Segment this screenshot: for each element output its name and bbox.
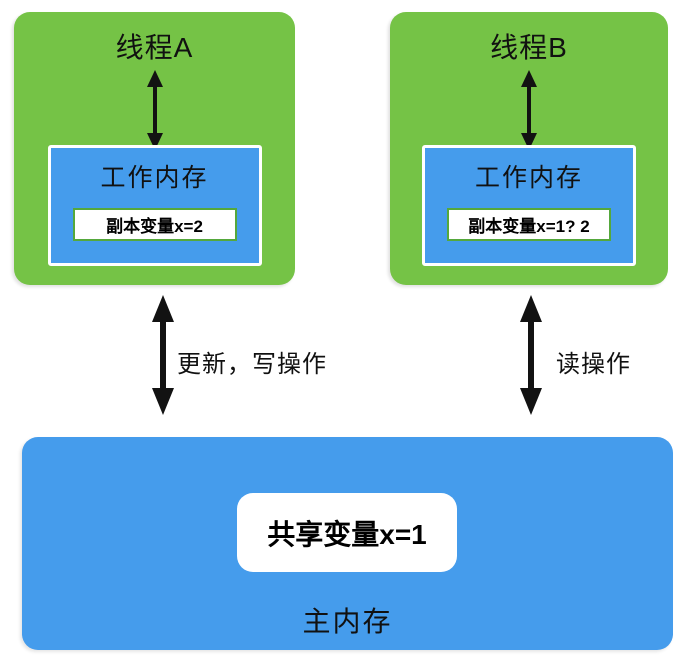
main-memory-box: 共享变量x=1 主内存	[22, 437, 673, 650]
working-memory-b-box: 工作内存 副本变量x=1? 2	[422, 145, 636, 266]
working-memory-a-box: 工作内存 副本变量x=2	[47, 145, 262, 266]
double-arrow-icon	[518, 70, 540, 150]
read-double-arrow-icon	[516, 295, 546, 415]
copy-variable-b-box: 副本变量x=1? 2	[447, 208, 611, 241]
shared-variable-box: 共享变量x=1	[237, 493, 457, 572]
thread-a-box: 线程A 工作内存 副本变量x=2	[14, 12, 295, 285]
thread-a-title: 线程A	[115, 32, 194, 63]
write-operation-label: 更新，写操作	[177, 351, 327, 378]
write-double-arrow-icon	[148, 295, 178, 415]
double-arrow-icon	[144, 70, 166, 150]
main-memory-label: 主内存	[302, 606, 393, 637]
read-operation-label: 读操作	[556, 351, 631, 378]
thread-b-title: 线程B	[490, 32, 568, 63]
thread-b-box: 线程B 工作内存 副本变量x=1? 2	[390, 12, 668, 285]
working-memory-a-label: 工作内存	[100, 164, 209, 192]
copy-variable-a-box: 副本变量x=2	[72, 208, 237, 241]
working-memory-b-label: 工作内存	[474, 164, 583, 192]
